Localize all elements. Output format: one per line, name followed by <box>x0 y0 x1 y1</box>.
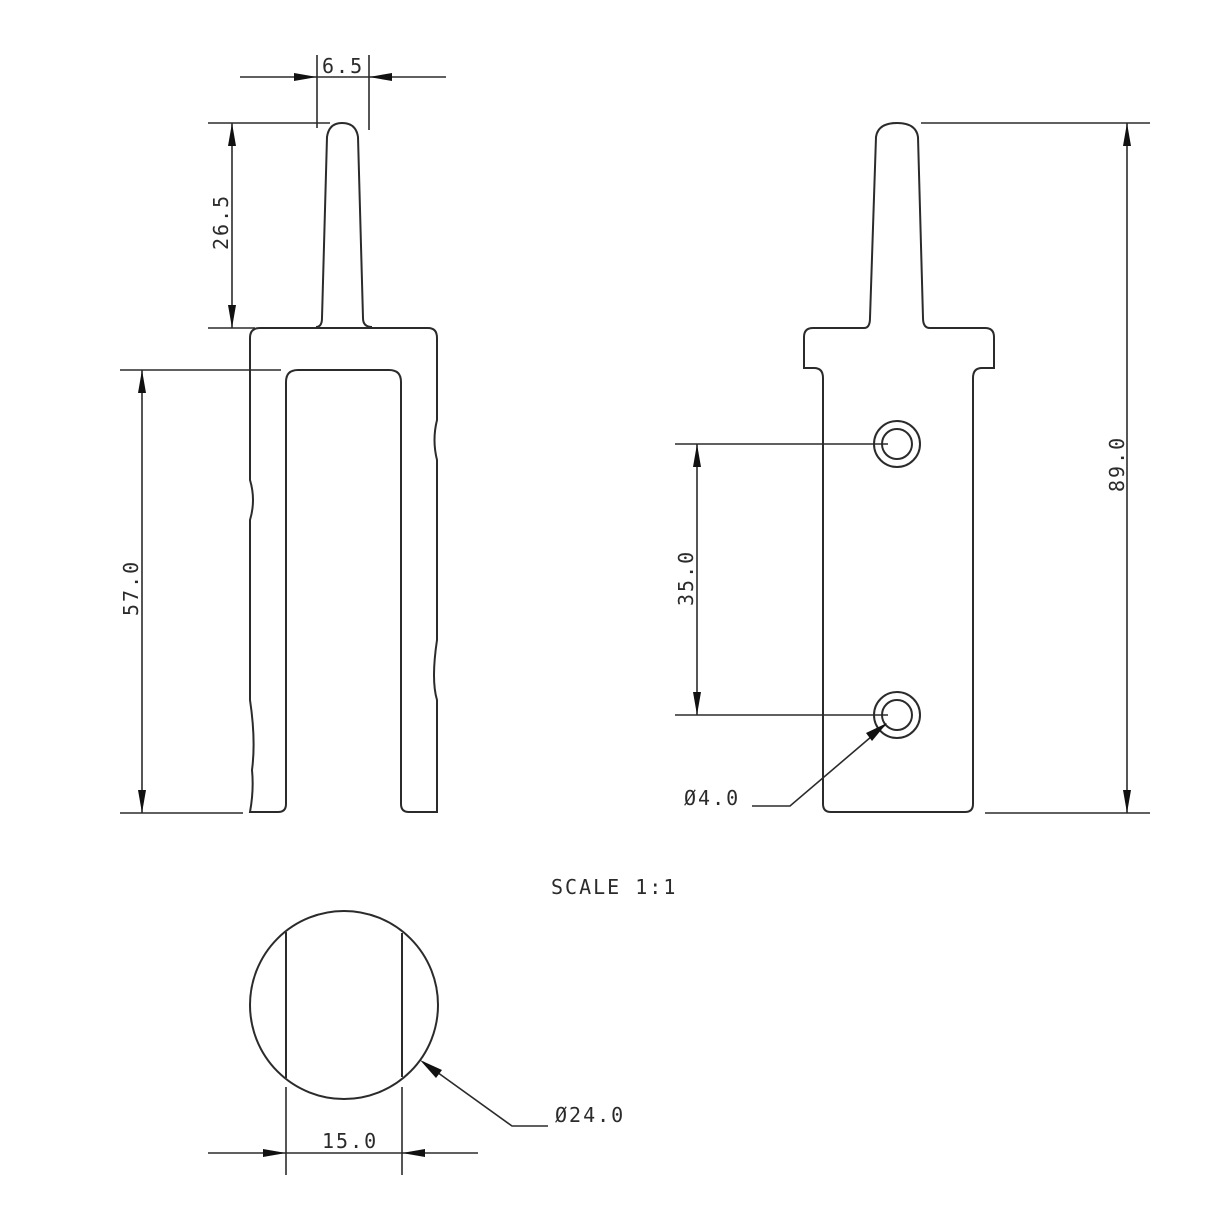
dim-flat-width: 15.0 <box>322 1129 378 1153</box>
dim-overall-height: 89.0 <box>1105 436 1129 492</box>
side-view: 89.0 35.0 Ø4.0 <box>674 121 1150 814</box>
top-view: 15.0 Ø24.0 <box>208 910 625 1175</box>
dim-tip-height: 26.5 <box>209 194 233 250</box>
dim-tip-width: 6.5 <box>322 54 364 78</box>
front-body-outline <box>248 327 438 813</box>
dim-diameter: Ø24.0 <box>555 1103 625 1127</box>
scale-label: SCALE 1:1 <box>551 875 677 899</box>
top-circle <box>249 910 439 1100</box>
dim-slot-depth: 57.0 <box>119 560 143 616</box>
front-view: 6.5 26.5 57.0 <box>119 54 446 814</box>
dim-hole-spacing: 35.0 <box>674 550 698 606</box>
dim-hole-diameter: Ø4.0 <box>684 786 740 810</box>
side-body-outline <box>803 121 995 813</box>
front-tip-outline <box>315 121 373 328</box>
